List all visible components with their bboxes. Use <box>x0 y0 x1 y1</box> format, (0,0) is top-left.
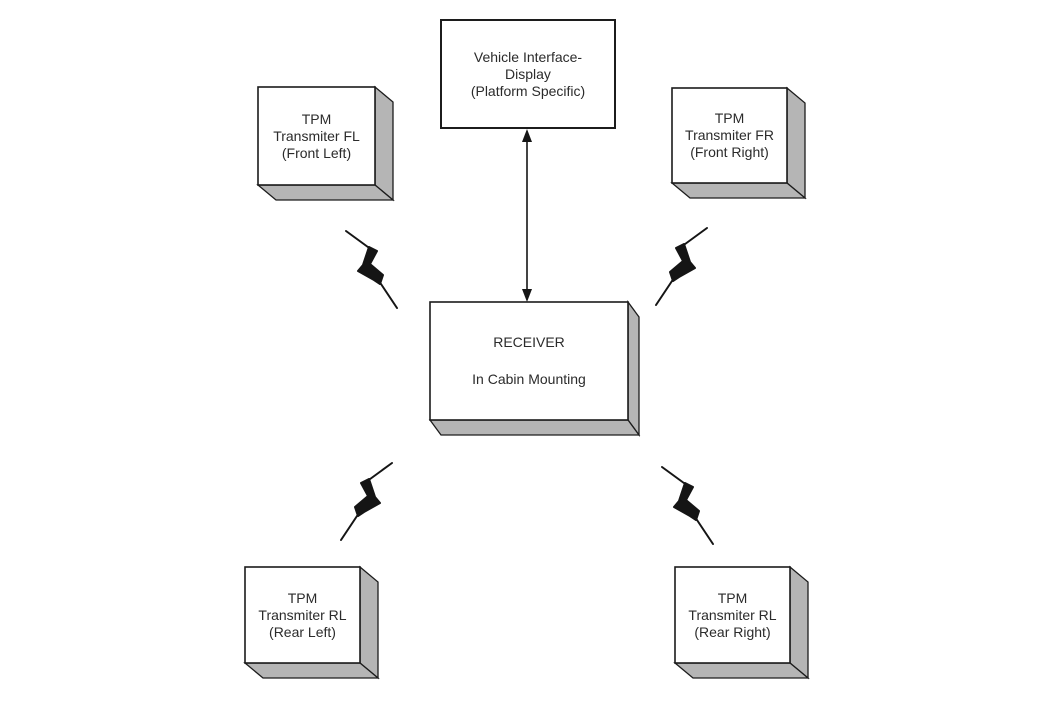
box-side-shadow <box>374 85 394 202</box>
node-label-tpm-rear-right: TPM Transmiter RL (Rear Right) <box>688 589 777 640</box>
box-bottom-shadow <box>428 419 641 436</box>
arrow-head-down-icon <box>522 289 532 302</box>
lightning-bolt-icon-front-right <box>655 227 708 306</box>
box-bottom-shadow <box>673 662 810 679</box>
box-face <box>674 566 791 664</box>
lightning-bolt-icon-rear-right <box>661 466 714 545</box>
box-side-shadow <box>359 565 379 680</box>
box-side-shadow <box>789 565 809 680</box>
box-face <box>257 86 376 186</box>
box-side-shadow <box>627 300 640 437</box>
box-face <box>440 19 616 129</box>
box-tpm-front-left <box>256 85 395 202</box>
node-label-receiver: RECEIVER In Cabin Mounting <box>430 302 628 420</box>
display-receiver-link-arrow <box>522 129 532 302</box>
arrow-head-up-icon <box>522 129 532 142</box>
box-tpm-rear-left <box>243 565 380 680</box>
receiver-title: RECEIVER <box>493 334 565 350</box>
box-bottom-shadow <box>256 184 395 201</box>
box-tpm-front-right <box>670 86 807 200</box>
node-label-tpm-front-right: TPM Transmiter FR (Front Right) <box>685 110 774 160</box>
box-tpm-rear-right <box>673 565 810 680</box>
box-bottom-shadow <box>243 662 380 679</box>
node-label-vehicle-interface-display: Vehicle Interface- Display (Platform Spe… <box>470 48 586 99</box>
node-label-tpm-rear-left: TPM Transmiter RL (Rear Left) <box>258 589 347 640</box>
box-face <box>429 301 629 421</box>
lightning-bolt-icon-rear-left <box>340 462 393 541</box>
box-face <box>671 87 788 184</box>
box-receiver <box>428 300 641 437</box>
box-side-shadow <box>786 86 806 200</box>
lightning-bolt-icon-front-left <box>345 230 398 309</box>
node-label-tpm-front-left: TPM Transmiter FL (Front Left) <box>273 110 360 161</box>
box-face <box>244 566 361 664</box>
box-bottom-shadow <box>670 182 807 199</box>
receiver-subtitle: In Cabin Mounting <box>472 371 586 387</box>
box-vehicle-interface-display <box>440 19 616 129</box>
